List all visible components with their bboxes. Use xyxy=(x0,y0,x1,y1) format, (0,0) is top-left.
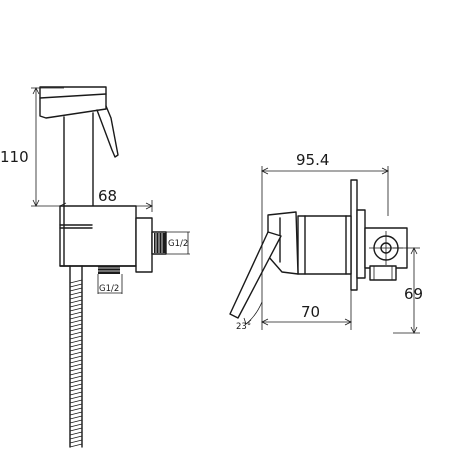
dim-70: 70 xyxy=(261,222,352,330)
dim-110-label: 110 xyxy=(0,148,29,166)
angle-label: 23° xyxy=(236,322,251,332)
hose-rib xyxy=(69,315,83,320)
hose-rib xyxy=(69,319,83,324)
hose-rib xyxy=(69,351,83,356)
hose-rib xyxy=(69,307,83,312)
dim-angle: 23° xyxy=(236,301,263,332)
hose-rib xyxy=(69,367,83,372)
hose-rib xyxy=(69,411,83,416)
hose-rib xyxy=(69,279,83,284)
hose xyxy=(69,265,83,448)
hose-rib xyxy=(69,335,83,340)
dim-95-4-label: 95.4 xyxy=(296,151,329,169)
dim-70-label: 70 xyxy=(301,303,320,321)
hose-rib xyxy=(69,419,83,424)
handle-body xyxy=(63,112,94,207)
side-thread: G1/2 xyxy=(151,231,190,255)
hose-rib xyxy=(69,295,83,300)
hose-rib xyxy=(69,431,83,436)
hose-rib xyxy=(69,371,83,376)
hose-rib xyxy=(69,427,83,432)
hose-rib xyxy=(69,423,83,428)
elbow-connector xyxy=(364,227,408,281)
hose-rib xyxy=(69,339,83,344)
side-view: 95.4 xyxy=(229,151,423,334)
hose-rib xyxy=(69,331,83,336)
hose-rib xyxy=(69,303,83,308)
hose-rib xyxy=(69,395,83,400)
hose-rib xyxy=(69,323,83,328)
dim-68-label: 68 xyxy=(98,187,117,205)
bottom-thread: G1/2 xyxy=(97,266,123,294)
hose-rib xyxy=(69,311,83,316)
thread-bottom-label: G1/2 xyxy=(99,284,119,294)
dim-69: 69 xyxy=(393,247,423,334)
hose-rib xyxy=(69,343,83,348)
holder-block xyxy=(59,205,153,273)
hose-rib xyxy=(69,387,83,392)
hose-rib xyxy=(69,347,83,352)
hose-rib xyxy=(69,363,83,368)
hose-rib xyxy=(69,391,83,396)
hose-rib xyxy=(69,403,83,408)
hose-rib xyxy=(69,439,83,444)
hose-rib xyxy=(69,399,83,404)
hose-rib xyxy=(69,287,83,292)
hose-rib xyxy=(69,283,83,288)
hose-rib xyxy=(69,415,83,420)
hose-rib xyxy=(69,435,83,440)
valve-body xyxy=(297,215,352,275)
dim-95-4: 95.4 xyxy=(261,151,389,222)
hose-rib xyxy=(69,291,83,296)
hose-rib xyxy=(69,443,83,448)
lever-handle xyxy=(229,211,299,319)
hose-rib xyxy=(69,383,83,388)
hose-rib xyxy=(69,299,83,304)
dim-69-label: 69 xyxy=(404,285,423,303)
dim-110: 110 xyxy=(0,87,64,207)
hose-rib xyxy=(69,359,83,364)
thread-side-label: G1/2 xyxy=(168,239,188,249)
wall-plate xyxy=(350,179,366,291)
hose-rib xyxy=(69,327,83,332)
spray-head xyxy=(39,86,119,158)
hose-rib xyxy=(69,355,83,360)
front-view: 110 68 xyxy=(0,86,190,448)
hose-rib xyxy=(69,407,83,412)
hose-rib xyxy=(69,379,83,384)
hose-rib xyxy=(69,375,83,380)
